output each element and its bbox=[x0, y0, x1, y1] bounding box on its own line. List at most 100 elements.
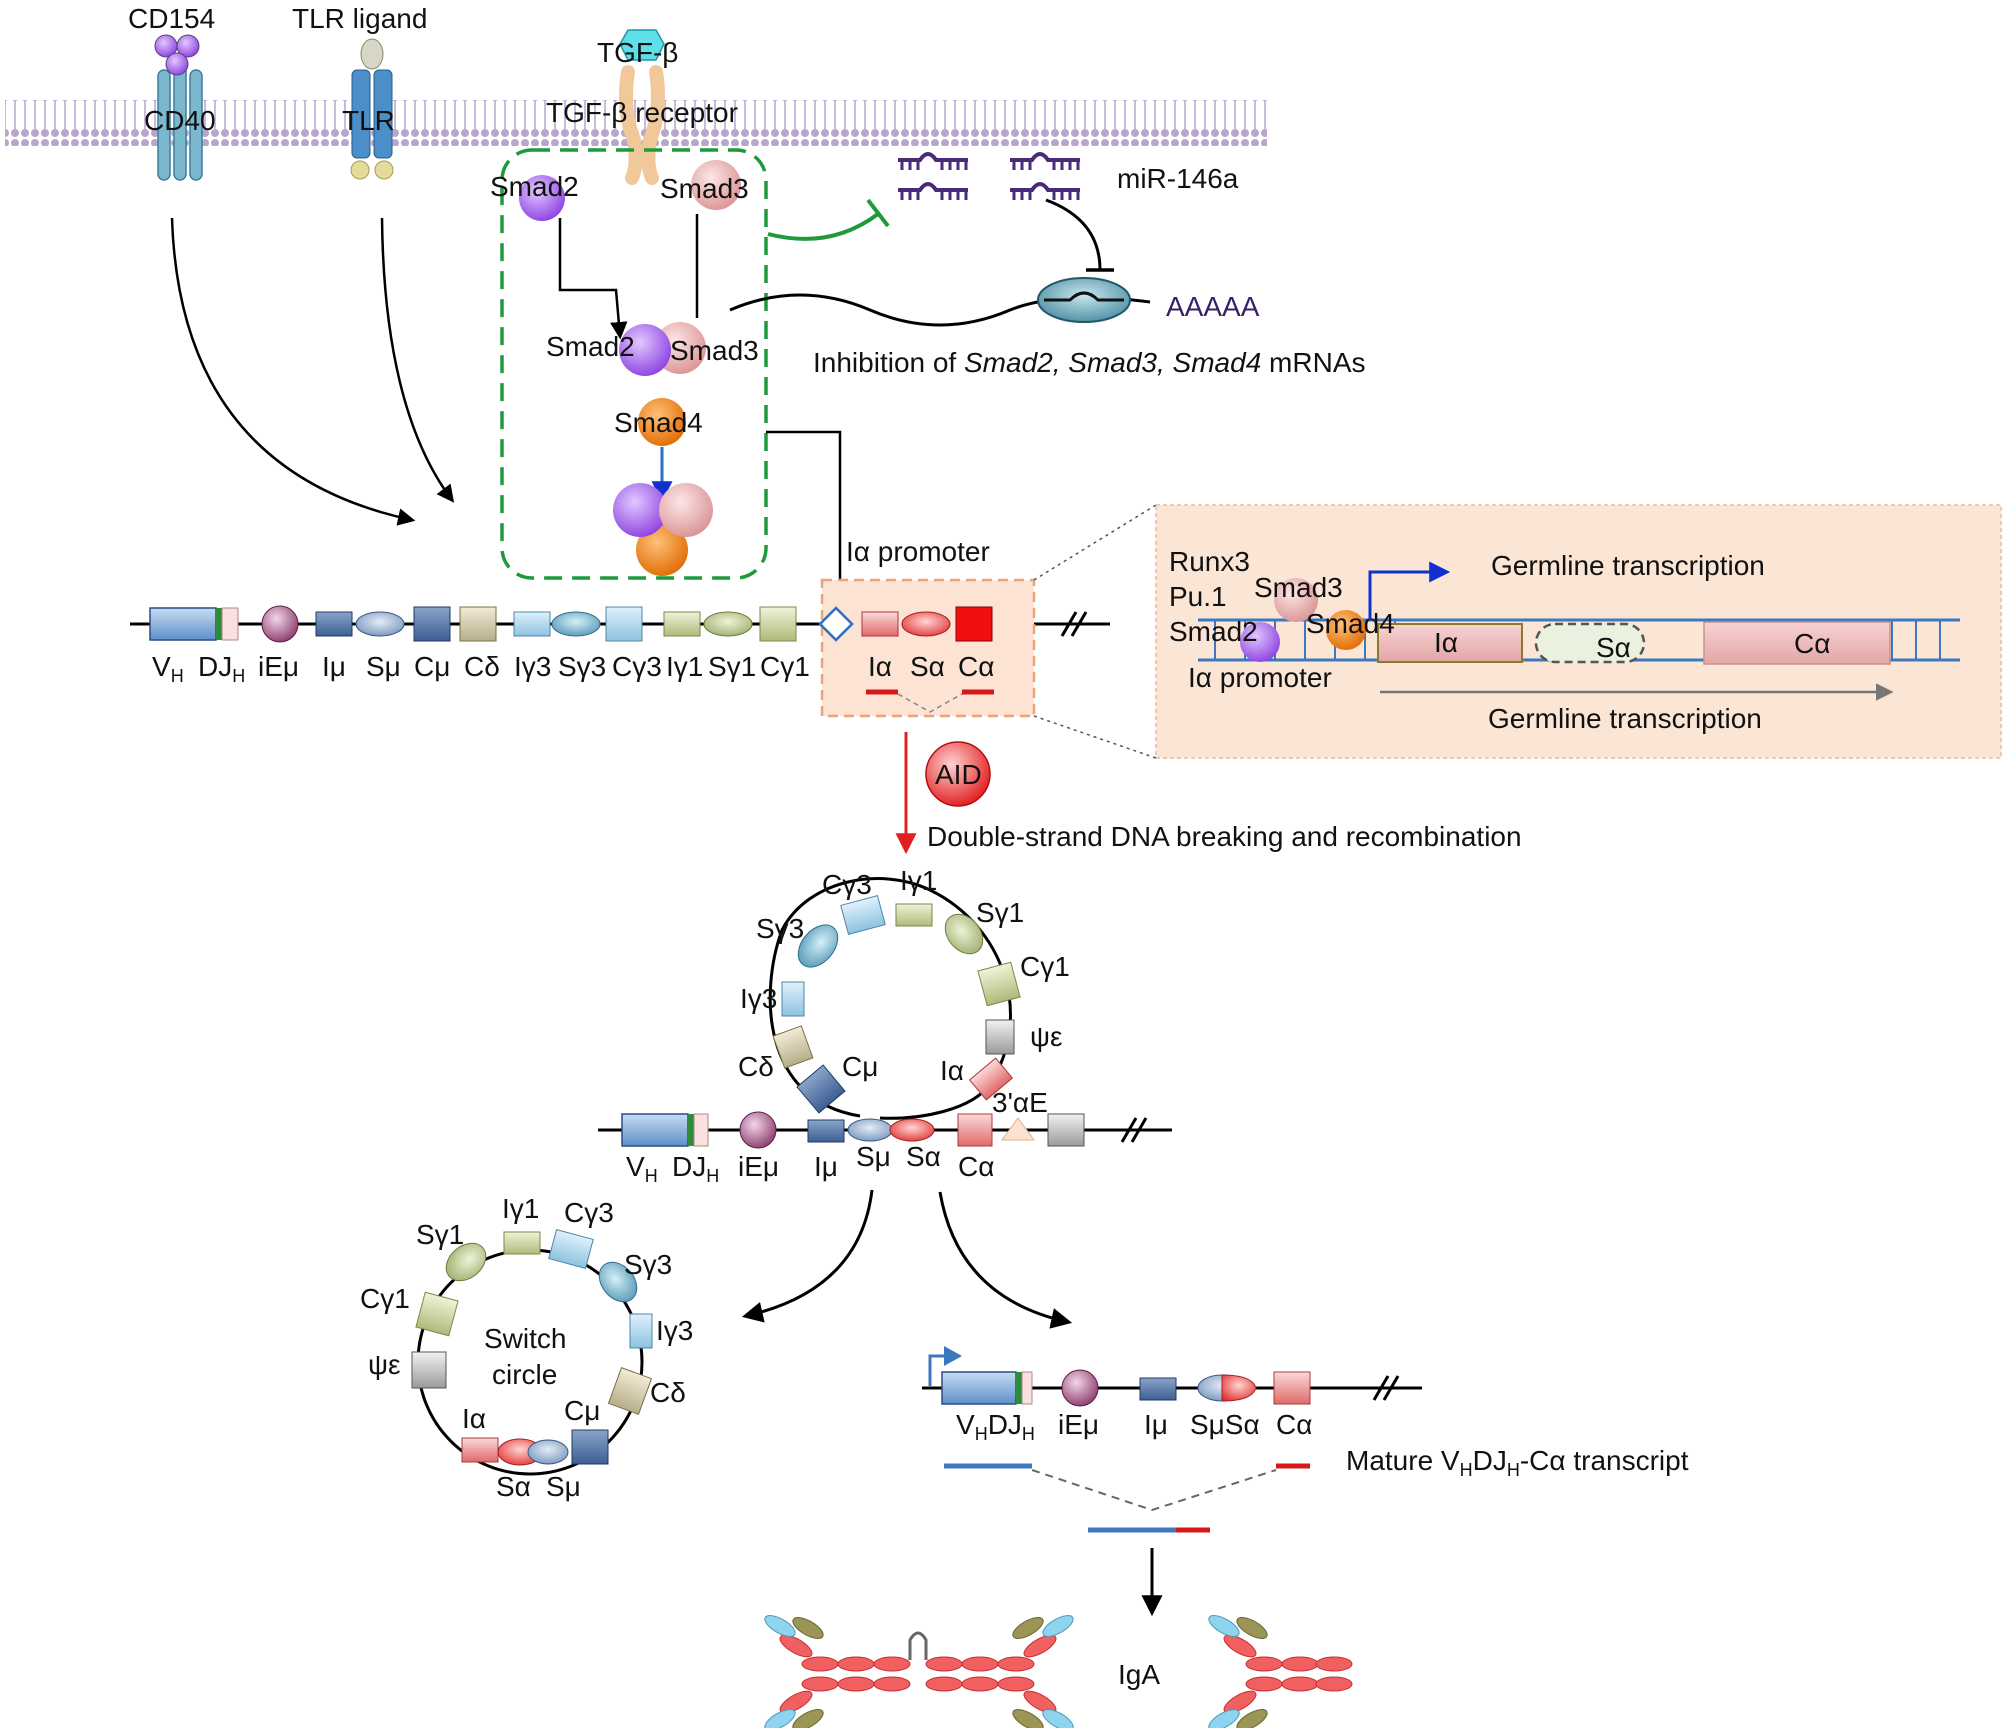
loop-label-sg3: Sγ3 bbox=[756, 913, 804, 944]
smad3-label: Smad3 bbox=[660, 173, 749, 204]
smad-inhibit-mirna bbox=[767, 212, 880, 241]
tgfb-receptor bbox=[619, 65, 665, 185]
sg3-segment bbox=[551, 611, 601, 637]
cd40-signal-arrow bbox=[170, 217, 416, 526]
imu-segment bbox=[315, 611, 353, 637]
sc-cg1 bbox=[415, 1291, 459, 1337]
sg1-segment bbox=[703, 611, 753, 637]
label-smu: Sμ bbox=[366, 651, 401, 682]
tlr-ligand-shape bbox=[360, 38, 384, 70]
loop-label-psie: ψε bbox=[1030, 1021, 1062, 1052]
inset-ia-box bbox=[1377, 623, 1523, 663]
loop-smu bbox=[847, 1118, 893, 1142]
loop-label-djh: DJH bbox=[672, 1151, 719, 1186]
ribosome bbox=[1037, 277, 1131, 323]
label-iemu: iEμ bbox=[258, 651, 299, 682]
mature-label-ca: Cα bbox=[1276, 1409, 1312, 1440]
aid-label: AID bbox=[935, 759, 982, 790]
inset-sa-box bbox=[1534, 622, 1646, 664]
iga-monomer bbox=[1208, 1615, 1353, 1728]
label-cdelta: Cδ bbox=[464, 651, 500, 682]
loop-label-ca: Cα bbox=[958, 1151, 994, 1182]
inset-smad3-ball bbox=[1274, 578, 1318, 622]
smad2-ball bbox=[519, 175, 565, 221]
loop-segments bbox=[621, 894, 1085, 1149]
ia-highlight-box bbox=[820, 578, 1036, 718]
tgfb-ligand-shape bbox=[619, 29, 665, 61]
mirna-glyph-4 bbox=[1008, 182, 1082, 202]
label-sg1: Sγ1 bbox=[708, 651, 756, 682]
inset-ia-label: Iα bbox=[1434, 627, 1458, 658]
sc-label-cmu: Cμ bbox=[564, 1395, 600, 1426]
loop-break-mark-1 bbox=[1120, 1117, 1138, 1143]
break-mark-1 bbox=[1060, 611, 1078, 637]
mature-tss-flag-head bbox=[944, 1346, 962, 1366]
inset-smad3-label: Smad3 bbox=[1254, 572, 1343, 603]
to-mature-arrow bbox=[938, 1191, 1073, 1329]
inset-smad4-label: Smad4 bbox=[1306, 608, 1395, 639]
loop-label-ig1: Iγ1 bbox=[900, 865, 937, 896]
inset-pu1-label: Pu.1 bbox=[1169, 581, 1227, 612]
inset-ca-box bbox=[1703, 621, 1891, 665]
sc-sg1 bbox=[445, 1242, 487, 1282]
germline-segments bbox=[149, 605, 993, 643]
smad2-path-line bbox=[558, 218, 628, 340]
sc-psie bbox=[411, 1351, 447, 1389]
loop-cg1 bbox=[977, 961, 1021, 1007]
switch-circle-segments bbox=[411, 1228, 653, 1466]
sc-label-sg1: Sγ1 bbox=[416, 1219, 464, 1250]
aid-enzyme bbox=[925, 741, 991, 807]
cd40-receptor bbox=[157, 59, 203, 181]
smad2-label: Smad2 bbox=[490, 171, 579, 202]
loop-gray-segment bbox=[1047, 1113, 1085, 1147]
zoom-line-top bbox=[1033, 504, 1157, 581]
loop-label-3ae: 3'αE bbox=[992, 1087, 1048, 1118]
cg1-segment bbox=[759, 606, 797, 642]
label-ca: Cα bbox=[958, 651, 994, 682]
sc-cdelta bbox=[607, 1367, 653, 1415]
switch-circle-title-2: circle bbox=[492, 1359, 557, 1390]
mature-label-iemu: iEμ bbox=[1058, 1409, 1099, 1440]
sc-label-cdelta: Cδ bbox=[650, 1377, 686, 1408]
smad-trimer bbox=[613, 483, 713, 576]
polya-label: AAAAA bbox=[1166, 291, 1260, 322]
smad-to-promoter-arrow bbox=[766, 430, 849, 618]
loop-sg1 bbox=[944, 913, 984, 955]
germline-splice-marks bbox=[866, 689, 994, 713]
mirna-label: miR-146a bbox=[1117, 163, 1239, 194]
tlr-ligand-label: TLR ligand bbox=[292, 3, 427, 34]
switch-circle-labels: Iγ1 Cγ3 Sγ1 Sγ3 Cγ1 Iγ3 ψε Cδ Iα Cμ Sα S… bbox=[360, 1193, 693, 1502]
inset-sa-label: Sα bbox=[1596, 632, 1631, 663]
j-chain bbox=[908, 1631, 928, 1660]
iga-dimer bbox=[764, 1615, 1074, 1728]
zoom-line-bottom bbox=[1033, 715, 1157, 759]
sc-smu bbox=[527, 1439, 569, 1465]
loop-jh bbox=[693, 1113, 709, 1147]
inset-ca-label: Cα bbox=[1794, 628, 1830, 659]
mature-break-mark-1 bbox=[1372, 1375, 1390, 1401]
ca-segment bbox=[955, 606, 993, 642]
sc-sg3 bbox=[598, 1261, 638, 1303]
ribosome-bound-mirna bbox=[1044, 291, 1124, 302]
mature-transcript-label: Mature VHDJH-Cα transcript bbox=[1346, 1445, 1689, 1480]
label-ig3: Iγ3 bbox=[514, 651, 551, 682]
ia-promoter-label: Iα promoter bbox=[846, 536, 990, 567]
loop-cdelta bbox=[772, 1025, 814, 1069]
loop-psie bbox=[985, 1019, 1015, 1055]
mature-jh bbox=[1021, 1371, 1033, 1405]
cd154-ligand bbox=[154, 34, 200, 76]
loop-break-mark-2 bbox=[1130, 1117, 1148, 1143]
loop-iemu bbox=[739, 1111, 777, 1149]
mature-label-vhdjh: VHDJH bbox=[956, 1409, 1035, 1444]
sc-label-psie: ψε bbox=[368, 1349, 400, 1380]
inset-smad4-ball bbox=[1326, 610, 1366, 650]
loop-3ae-triangle bbox=[1001, 1117, 1035, 1141]
loop-vh bbox=[621, 1113, 689, 1147]
sc-ig1 bbox=[503, 1231, 541, 1255]
sc-ig3 bbox=[629, 1313, 653, 1349]
loop-label-vh: VH bbox=[626, 1151, 658, 1186]
loop-label-cg3: Cγ3 bbox=[822, 869, 872, 900]
loop-ca bbox=[957, 1113, 993, 1147]
sc-label-ia: Iα bbox=[462, 1403, 486, 1434]
